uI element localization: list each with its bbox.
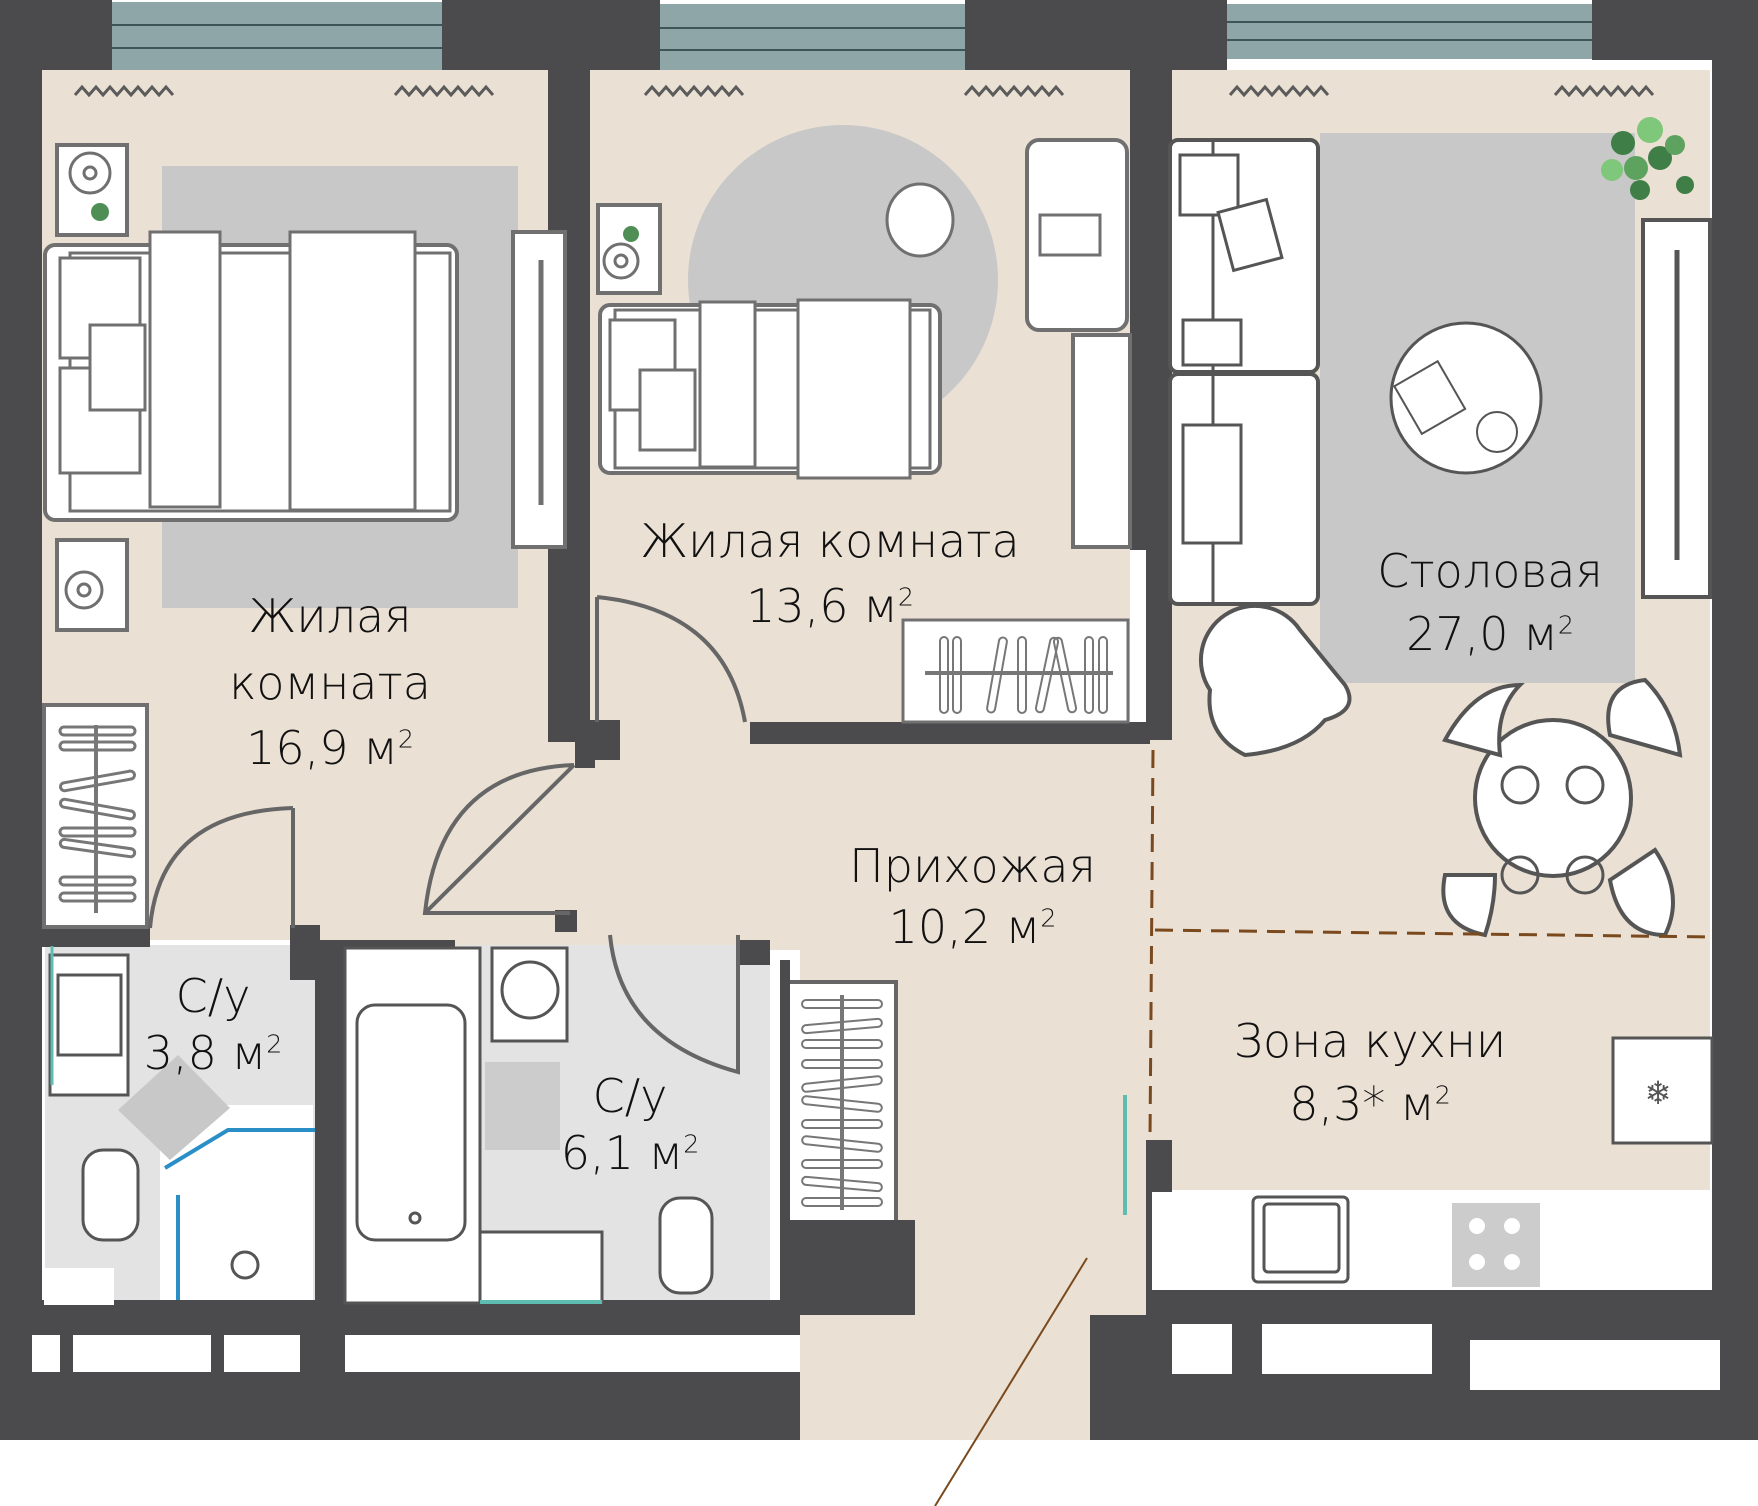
floor-hall — [430, 730, 1150, 1500]
room-label-hall: Прихожая 10,2 м2 — [830, 840, 1115, 954]
nightstand — [596, 203, 662, 295]
room-name: С/у — [592, 1069, 668, 1123]
room-area: 3,8 м — [143, 1025, 267, 1080]
plant-large — [1601, 117, 1694, 200]
room-area: 10,2 м — [888, 899, 1041, 954]
room-name: Жилая — [248, 589, 412, 643]
room-area: 16,9 м — [246, 720, 398, 775]
dining-table — [1473, 718, 1633, 878]
room-name-line2: комната — [229, 655, 431, 710]
room-label-bath-large: С/у 6,1 м2 — [555, 1070, 705, 1180]
kitchen-units: ❄ — [1152, 1036, 1714, 1290]
chair — [885, 182, 955, 258]
windows — [112, 2, 1592, 70]
fridge — [1611, 1036, 1714, 1145]
wall-slots — [0, 1324, 1758, 1506]
room-name: Жилая комната — [640, 514, 1020, 568]
bath-large-fixtures — [343, 946, 714, 1305]
furniture-dining — [1168, 138, 1712, 895]
room-area: 8,3* м — [1289, 1076, 1435, 1131]
hangers-left — [58, 725, 137, 913]
room-name: Столовая — [1377, 544, 1603, 598]
room-label-living-13: Жилая комната 13,6 м2 — [600, 515, 1060, 633]
room-area: 27,0 м — [1406, 606, 1558, 661]
counter — [1152, 1192, 1712, 1290]
toilet — [658, 1196, 714, 1295]
wardrobe-middle — [1071, 333, 1132, 549]
plant-icon — [623, 226, 639, 242]
washbasin — [478, 1230, 604, 1304]
room-area: 6,1 м — [560, 1125, 684, 1180]
window-3 — [1227, 4, 1592, 59]
window-1 — [112, 2, 442, 70]
furniture-bedroom-left — [42, 143, 567, 929]
washbasin — [48, 953, 130, 1097]
rug-bath — [485, 1062, 560, 1150]
zone-dividers — [1148, 749, 1713, 1141]
snowflake-icon: ❄ — [1645, 1075, 1672, 1111]
room-label-kitchen: Зона кухни 8,3* м2 — [1210, 1015, 1530, 1131]
room-label-dining: Столовая 27,0 м2 — [1340, 545, 1640, 661]
plant-icon — [91, 203, 109, 221]
toilet — [81, 1148, 140, 1242]
room-label-bath-small: С/у 3,8 м2 — [128, 970, 298, 1080]
nightstand-top — [55, 143, 129, 237]
room-label-living-16: Жилая комната 16,9 м2 — [190, 590, 470, 775]
bathtub — [355, 1003, 467, 1242]
hangers-middle — [925, 636, 1113, 714]
wardrobe-hall — [780, 960, 915, 1315]
entrance-marker — [934, 1257, 1088, 1506]
bath-small-fixtures — [44, 953, 313, 1305]
dining-chairs — [1441, 677, 1683, 938]
room-area: 13,6 м — [746, 578, 898, 633]
radiators — [73, 84, 1655, 98]
shower-head — [230, 1250, 260, 1280]
armchair — [1198, 603, 1352, 758]
room-name: С/у — [175, 969, 251, 1023]
nightstand-bottom — [55, 538, 129, 632]
window-2 — [660, 4, 965, 70]
room-name: Прихожая — [849, 839, 1096, 893]
glass-partition — [50, 946, 315, 1300]
door-swings — [148, 595, 747, 1075]
room-name: Зона кухни — [1233, 1014, 1507, 1068]
